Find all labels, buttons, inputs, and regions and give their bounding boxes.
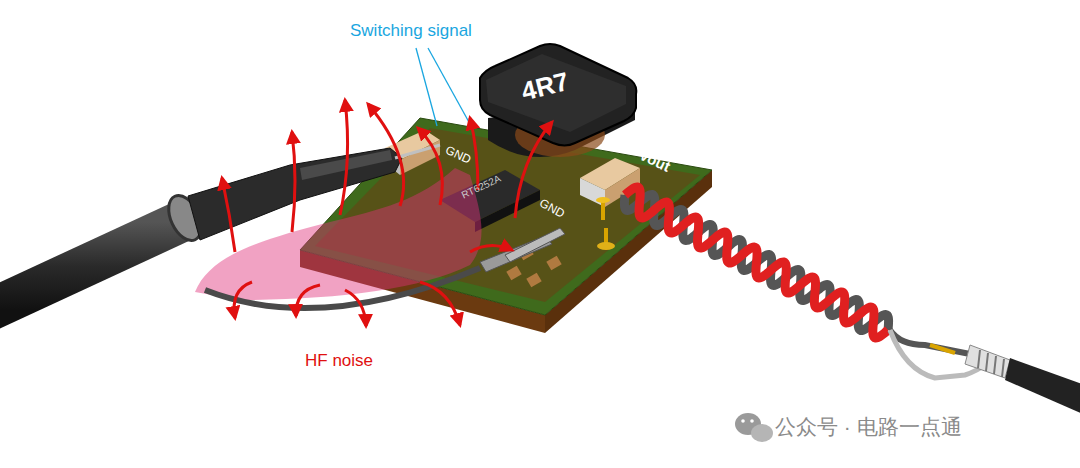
wechat-icon bbox=[741, 419, 745, 423]
twisted-wire bbox=[625, 187, 888, 338]
watermark: 公众号 · 电路一点通 bbox=[775, 415, 962, 438]
noise-arrow bbox=[470, 245, 512, 252]
ground-lead bbox=[205, 268, 480, 308]
noise-arrow bbox=[222, 100, 552, 326]
right-probe bbox=[1005, 358, 1080, 415]
noise-arrow bbox=[420, 282, 460, 325]
signal-label: Switching signal bbox=[350, 22, 472, 41]
scope-probe bbox=[0, 222, 180, 310]
right-probe bbox=[978, 350, 1004, 377]
noise-arrow bbox=[222, 178, 235, 252]
pcb-board bbox=[546, 256, 561, 271]
inductor bbox=[486, 54, 626, 132]
ground-lead bbox=[505, 228, 565, 262]
wechat-icon bbox=[735, 413, 773, 442]
test-pin bbox=[596, 197, 610, 203]
noise-label: HF noise bbox=[305, 352, 373, 371]
noise-arrow bbox=[368, 104, 404, 206]
ground-lead bbox=[205, 228, 565, 308]
twisted-wire bbox=[624, 187, 888, 338]
noise-arrow bbox=[292, 132, 295, 232]
inductor bbox=[480, 44, 636, 146]
regulator-chip bbox=[475, 190, 540, 232]
noise-arrow bbox=[234, 282, 252, 318]
noise-arrow bbox=[296, 285, 320, 316]
test-pin bbox=[597, 242, 615, 250]
noise-arrow bbox=[345, 290, 366, 326]
scope-probe bbox=[0, 145, 440, 310]
wechat-icon bbox=[751, 424, 773, 442]
pcb-board bbox=[526, 273, 541, 288]
pcb-board bbox=[506, 266, 521, 281]
noise-arrow bbox=[418, 128, 442, 205]
noise-arrow bbox=[340, 100, 348, 215]
inductor bbox=[480, 44, 636, 157]
leader-line bbox=[428, 48, 470, 124]
right-probe bbox=[930, 345, 955, 353]
wechat-icon bbox=[750, 419, 754, 423]
test-pin bbox=[596, 197, 615, 250]
right-probe bbox=[890, 330, 1080, 415]
leader-line bbox=[416, 48, 470, 126]
right-probe bbox=[965, 345, 1010, 378]
